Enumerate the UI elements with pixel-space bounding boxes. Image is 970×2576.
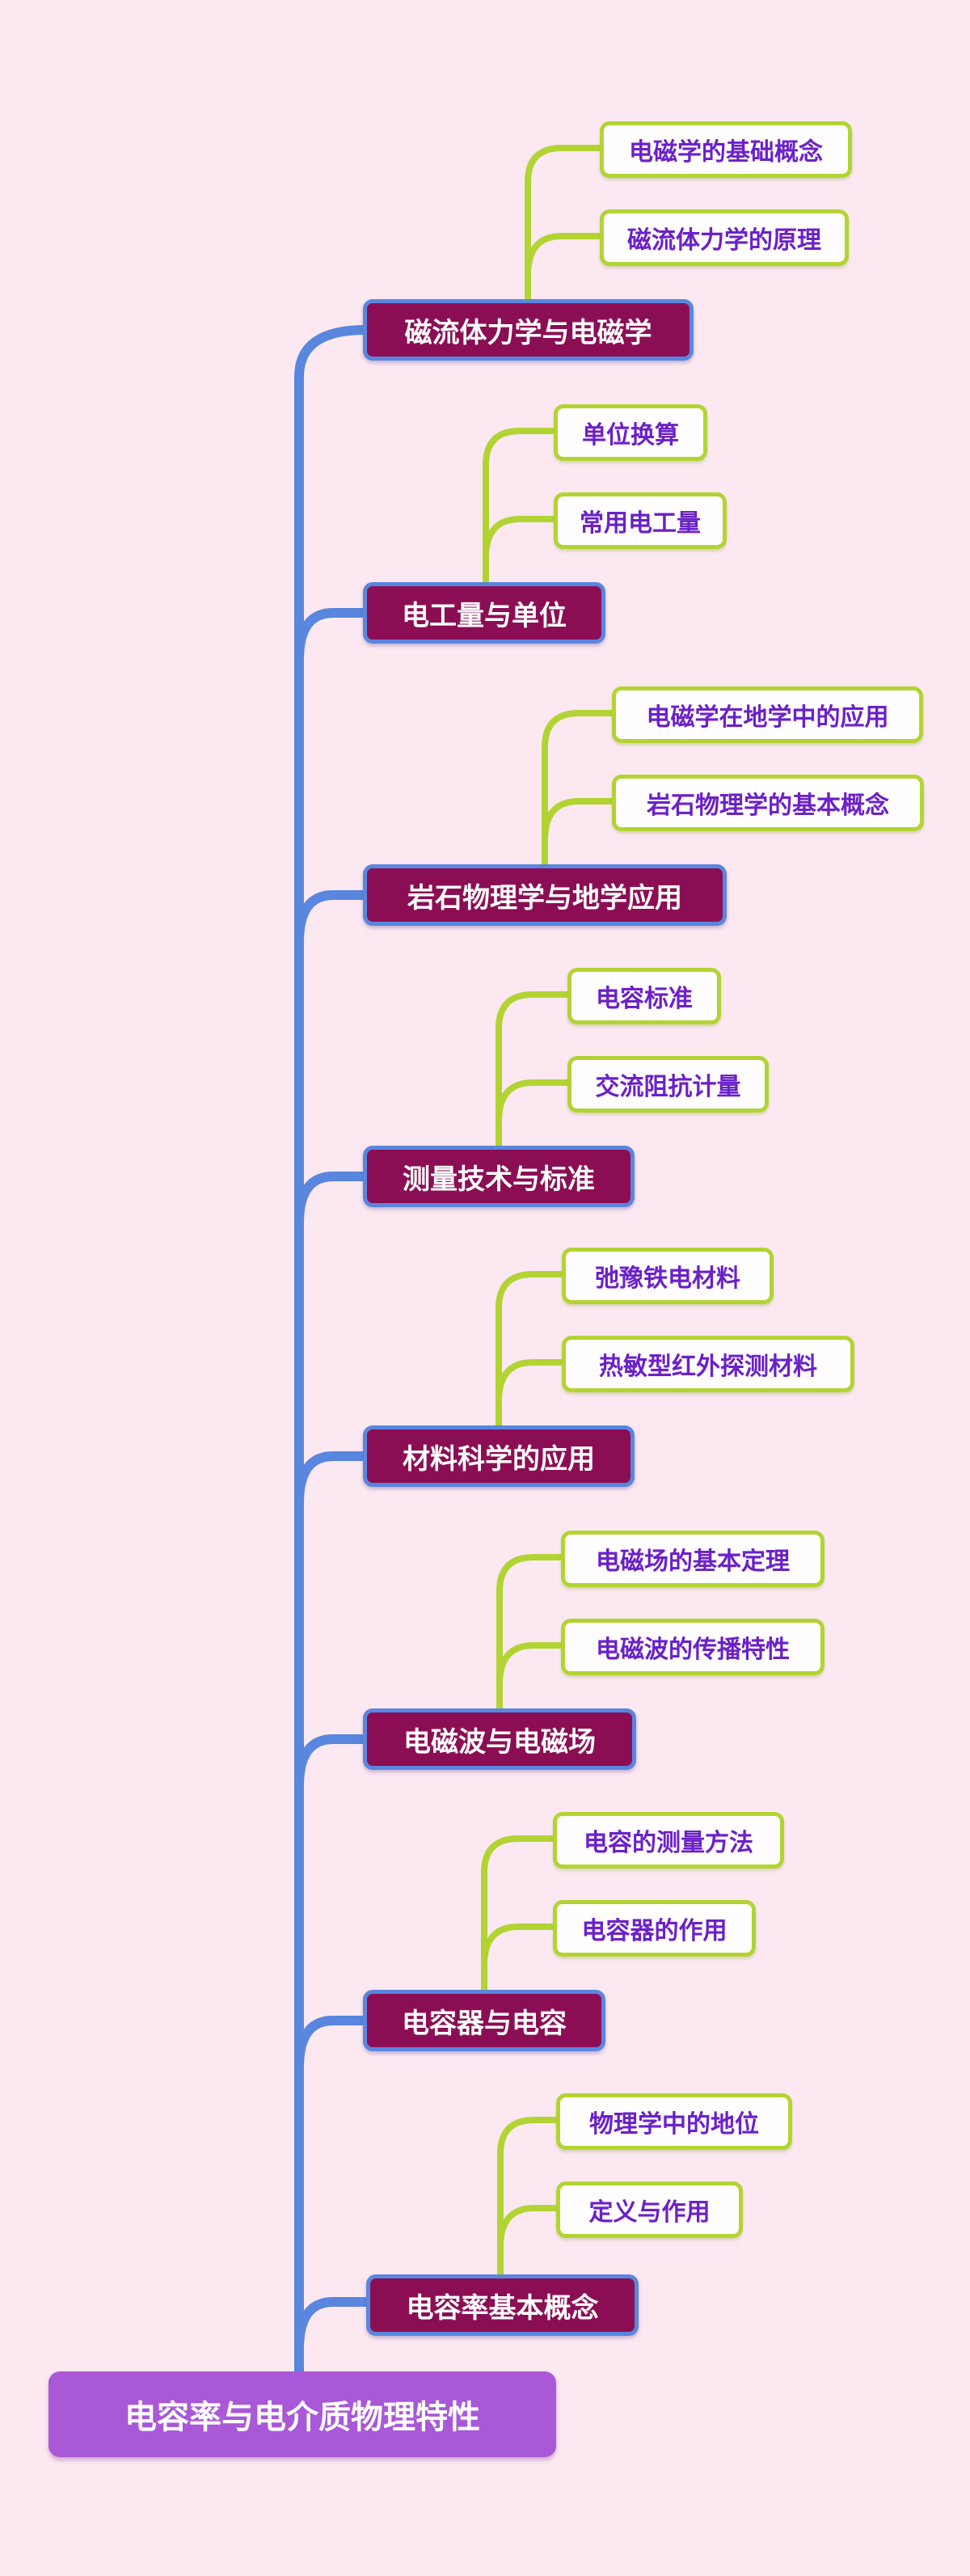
leaf-node-2-1[interactable]: 岩石物理学的基本概念 <box>612 775 924 831</box>
leaf-node-6-1[interactable]: 电容器的作用 <box>553 1900 756 1957</box>
leaf-node-5-0[interactable]: 电磁场的基本定理 <box>561 1531 824 1587</box>
leaf-connector <box>525 233 608 278</box>
leaf-node-3-1[interactable]: 交流阻抗计量 <box>567 1056 769 1113</box>
branch-connector <box>294 1172 370 1228</box>
leaf-connector <box>481 1924 561 1969</box>
leaf-node-2-0[interactable]: 电磁学在地学中的应用 <box>612 686 923 743</box>
leaf-connector <box>497 2205 564 2250</box>
leaf-label: 弛豫铁电材料 <box>595 1265 740 1292</box>
leaf-node-7-1[interactable]: 定义与作用 <box>556 2181 743 2238</box>
leaf-connector <box>496 1554 569 1718</box>
leaf-node-5-1[interactable]: 电磁波的传播特性 <box>561 1619 824 1675</box>
branch-connector <box>294 1734 370 1791</box>
leaf-label: 电容标准 <box>596 986 693 1012</box>
leaf-connector <box>481 1835 561 2000</box>
branch-node-7[interactable]: 电容率基本概念 <box>366 2274 639 2336</box>
leaf-connector <box>542 710 620 874</box>
branch-node-5[interactable]: 电磁波与电磁场 <box>363 1708 636 1770</box>
leaf-label: 磁流体力学的原理 <box>627 227 821 254</box>
branch-label: 材料科学的应用 <box>403 1443 595 1475</box>
leaf-node-7-0[interactable]: 物理学中的地位 <box>556 2093 792 2150</box>
branch-node-1[interactable]: 电工量与单位 <box>363 582 605 644</box>
leaf-node-6-0[interactable]: 电容的测量方法 <box>553 1812 784 1869</box>
leaf-label: 定义与作用 <box>588 2199 711 2226</box>
branch-node-4[interactable]: 材料科学的应用 <box>363 1425 635 1487</box>
trunk-connector <box>294 325 370 2378</box>
leaf-connector <box>525 145 608 309</box>
branch-label: 磁流体力学与电磁学 <box>404 317 652 348</box>
root-label: 电容率与电介质物理特性 <box>124 2400 480 2435</box>
branch-label: 测量技术与标准 <box>403 1163 595 1195</box>
branch-connector <box>294 608 370 665</box>
leaf-label: 交流阻抗计量 <box>595 1074 741 1100</box>
leaf-label: 电磁波的传播特性 <box>596 1636 790 1663</box>
leaf-connector <box>496 1271 570 1435</box>
leaf-label: 电磁学的基础概念 <box>629 139 823 166</box>
leaf-node-4-1[interactable]: 热敏型红外探测材料 <box>562 1336 854 1392</box>
leaf-connector <box>497 2117 564 2281</box>
leaf-label: 常用电工量 <box>580 510 701 537</box>
leaf-connector <box>483 516 562 561</box>
leaf-label: 电容的测量方法 <box>584 1830 753 1856</box>
leaf-label: 物理学中的地位 <box>589 2111 759 2138</box>
branch-node-2[interactable]: 岩石物理学与地学应用 <box>363 864 727 926</box>
branch-node-6[interactable]: 电容器与电容 <box>363 1990 605 2051</box>
leaf-node-0-1[interactable]: 磁流体力学的原理 <box>600 209 849 266</box>
leaf-label: 电磁学在地学中的应用 <box>646 704 889 731</box>
leaf-connector <box>496 991 576 1155</box>
branch-label: 岩石物理学与地学应用 <box>407 882 682 914</box>
leaf-label: 电容器的作用 <box>581 1918 728 1945</box>
leaf-node-0-0[interactable]: 电磁学的基础概念 <box>600 121 852 178</box>
branch-label: 电工量与单位 <box>402 600 567 631</box>
leaf-connector <box>483 428 562 592</box>
leaf-connector <box>496 1642 569 1687</box>
leaf-connector <box>496 1079 576 1125</box>
leaf-label: 热敏型红外探测材料 <box>599 1353 817 1380</box>
leaf-node-4-0[interactable]: 弛豫铁电材料 <box>562 1248 774 1304</box>
branch-label: 电磁波与电磁场 <box>403 1726 596 1758</box>
branch-node-0[interactable]: 磁流体力学与电磁学 <box>363 299 694 361</box>
leaf-label: 电磁场的基本定理 <box>596 1548 790 1575</box>
branch-connector <box>294 890 370 947</box>
leaf-node-1-0[interactable]: 单位换算 <box>554 404 707 461</box>
branch-connector <box>294 2297 370 2354</box>
branch-connector <box>294 2016 370 2072</box>
root-node[interactable]: 电容率与电介质物理特性 <box>48 2371 556 2457</box>
branch-label: 电容器与电容 <box>402 2008 567 2039</box>
leaf-connector <box>496 1359 570 1404</box>
leaf-label: 单位换算 <box>582 422 679 449</box>
leaf-label: 岩石物理学的基本概念 <box>647 792 889 819</box>
leaf-node-3-0[interactable]: 电容标准 <box>567 968 721 1024</box>
leaf-node-1-1[interactable]: 常用电工量 <box>554 492 727 549</box>
leaf-connector <box>542 798 620 843</box>
branch-label: 电容率基本概念 <box>406 2292 599 2324</box>
branch-connector <box>294 1451 370 1508</box>
branch-node-3[interactable]: 测量技术与标准 <box>363 1146 635 1207</box>
